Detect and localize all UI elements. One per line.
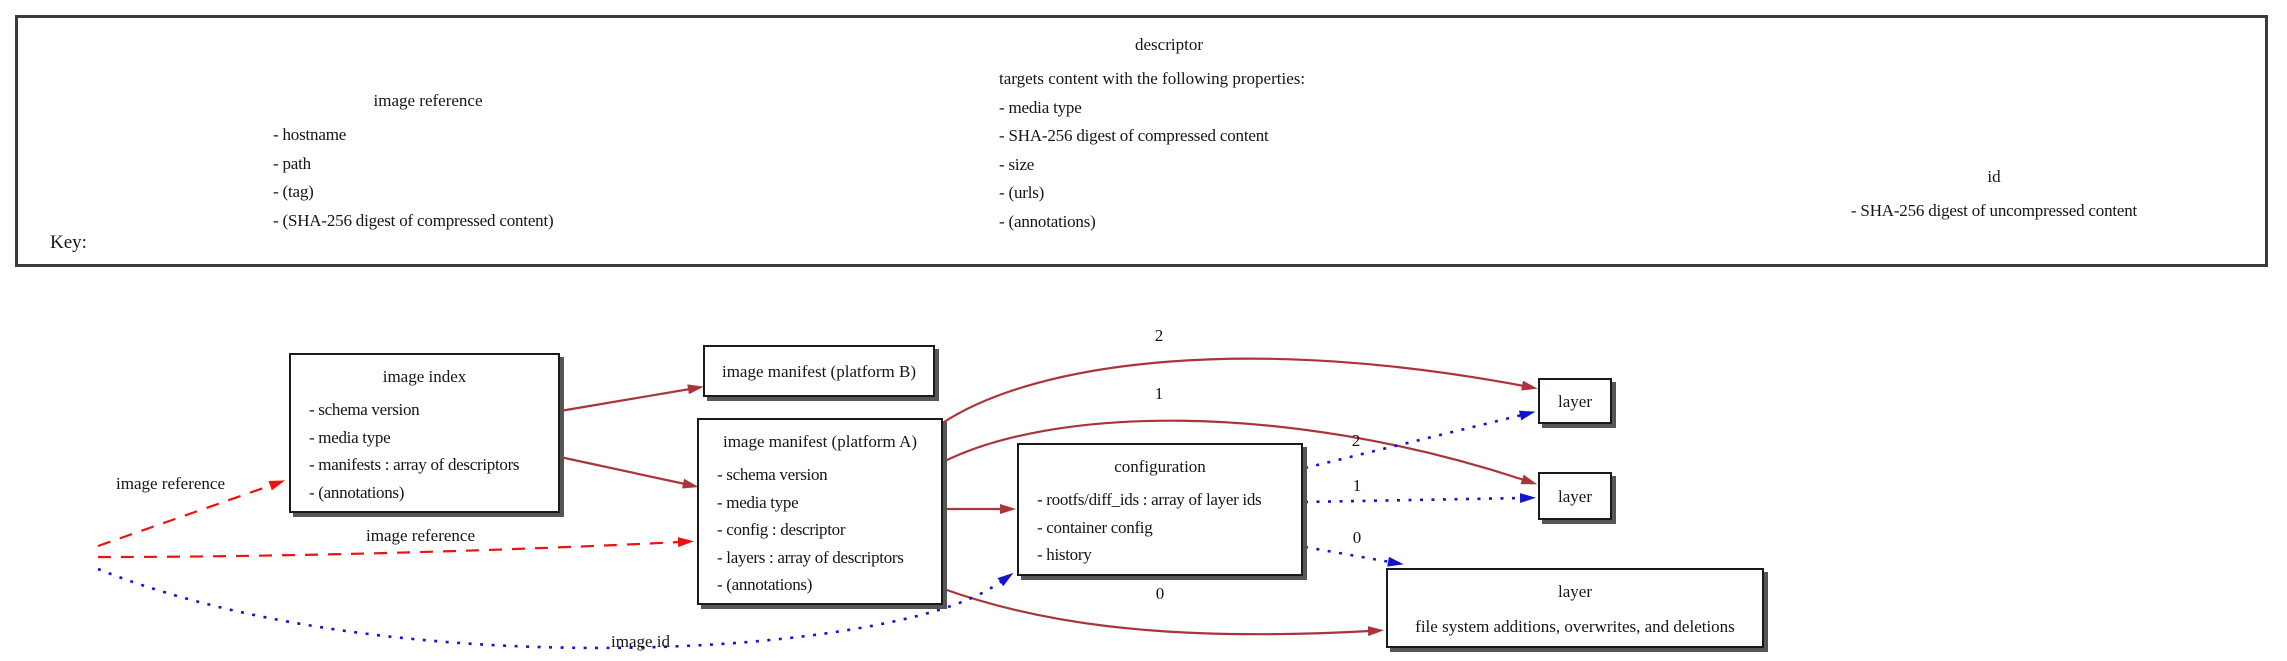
edge-config-to-layer-0 (1304, 545, 1404, 567)
edge-ref-to-index (97, 480, 286, 548)
node-item: - container config (1037, 517, 1153, 537)
edge-config-to-layer-2 (1304, 410, 1536, 470)
node-items: - rootfs/diff_ids : array of layer ids -… (1019, 486, 1301, 569)
key-section-title: id (1987, 167, 2001, 186)
node-layer-0: layer file system additions, overwrites,… (1386, 568, 1764, 648)
key-legend-box: Key: image reference - hostname - path -… (15, 15, 2268, 267)
edge-label-blue-1: 1 (1352, 476, 1362, 495)
edge-image-id-to-config (97, 567, 1014, 650)
node-items: - schema version - media type - manifest… (291, 396, 558, 506)
edge-label-image-id: image id (611, 632, 671, 651)
key-item: - (tag) (273, 182, 314, 201)
node-title: image manifest (platform A) (722, 432, 918, 451)
node-items: - schema version - media type - config :… (699, 461, 941, 599)
key-item: - path (273, 153, 311, 173)
node-image-manifest-platform-a: image manifest (platform A) - schema ver… (697, 418, 943, 605)
node-title: image index (382, 367, 467, 386)
key-item: - media type (999, 97, 1082, 117)
edge-label-image-reference-index: image reference (116, 474, 225, 493)
key-item: - (urls) (999, 183, 1045, 202)
node-item: - config : descriptor (717, 520, 846, 539)
key-label: Key: (50, 232, 87, 253)
node-image-manifest-platform-b: image manifest (platform B) (703, 345, 935, 397)
key-section-title: descriptor (1135, 35, 1203, 54)
node-layer-1: layer (1538, 472, 1612, 520)
node-item: - (annotations) (717, 575, 813, 594)
node-title: layer (1558, 391, 1592, 411)
edge-ref-to-manifest-a (97, 537, 694, 559)
node-item: - schema version (309, 400, 420, 419)
key-section-intro: targets content with the following prope… (999, 69, 1306, 88)
key-section-image-reference: image reference - hostname - path - (tag… (273, 87, 583, 235)
node-title: layer (1558, 582, 1592, 601)
node-item: - media type (717, 492, 799, 512)
edge-config-to-layer-1 (1304, 493, 1536, 504)
node-title: configuration (1114, 457, 1206, 476)
edge-index-to-manifest-b (559, 384, 704, 413)
edge-manifest-to-layer-2 (940, 357, 1538, 425)
edge-label-red-1: 1 (1154, 384, 1164, 403)
key-item: - SHA-256 digest of uncompressed content (1850, 201, 2138, 220)
edge-label-image-reference-manifest: image reference (366, 526, 475, 545)
key-item: - (SHA-256 digest of compressed content) (273, 210, 554, 230)
edge-label-red-0: 0 (1155, 584, 1165, 603)
node-item: - manifests : array of descriptors (309, 455, 520, 474)
node-item: - media type (309, 427, 391, 447)
edge-index-to-manifest-a (559, 455, 699, 489)
node-item: - layers : array of descriptors (717, 547, 904, 567)
key-section-title: image reference (373, 91, 483, 110)
key-section-descriptor: descriptor targets content with the foll… (999, 31, 1339, 236)
key-item: - SHA-256 digest of compressed content (999, 126, 1269, 145)
edge-label-red-2: 2 (1154, 326, 1164, 345)
node-configuration: configuration - rootfs/diff_ids : array … (1017, 443, 1303, 576)
node-title: image manifest (platform B) (721, 361, 917, 381)
key-section-id: id - SHA-256 digest of uncompressed cont… (1824, 163, 2164, 226)
edge-manifest-to-layer-0 (940, 586, 1384, 637)
key-item: - hostname (273, 125, 347, 144)
edge-label-blue-0: 0 (1352, 528, 1362, 547)
node-title: layer (1558, 486, 1592, 506)
node-layer-2: layer (1538, 378, 1612, 424)
edge-manifest-to-layer-1 (942, 419, 1538, 485)
node-item: - rootfs/diff_ids : array of layer ids (1037, 490, 1262, 509)
key-item: - size (999, 154, 1035, 174)
node-item: - schema version (717, 465, 828, 484)
edge-label-blue-2: 2 (1351, 431, 1361, 450)
node-subtitle: file system additions, overwrites, and d… (1415, 617, 1735, 636)
key-item: - (annotations) (999, 211, 1096, 231)
node-item: - (annotations) (309, 482, 405, 502)
node-item: - history (1037, 545, 1092, 564)
node-image-index: image index - schema version - media typ… (289, 353, 560, 513)
